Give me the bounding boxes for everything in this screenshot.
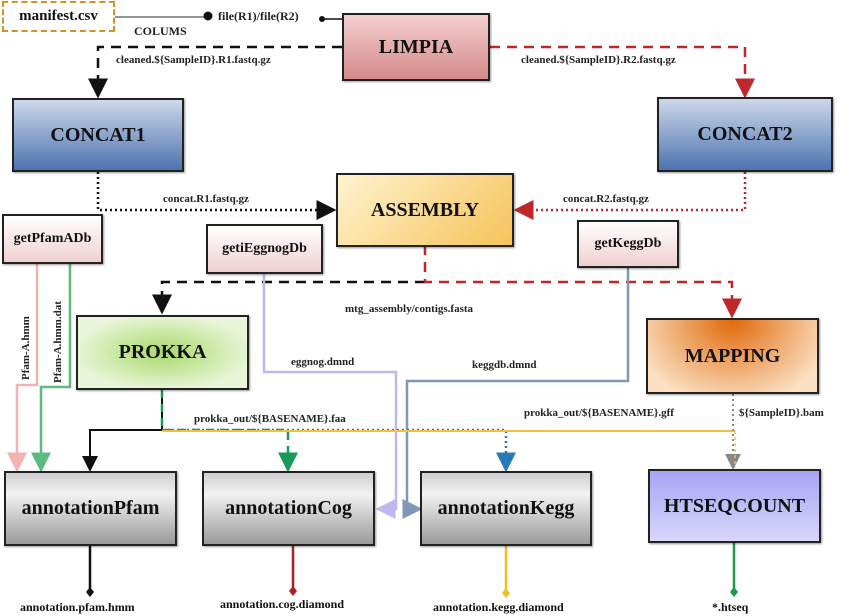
label-file-r1-r2: file(R1)/file(R2) — [218, 9, 299, 23]
edge-assembly-mapping — [423, 245, 742, 319]
edge-limpia-concat1 — [88, 45, 342, 99]
node-limpia[interactable]: LIMPIA — [342, 13, 490, 81]
output-pfam: annotation.pfam.hmm — [20, 600, 135, 614]
edge-concat2-assembly — [513, 172, 747, 220]
node-getPfamADb[interactable]: getPfamADb — [2, 214, 103, 264]
edge-pfam-hmm — [7, 264, 39, 473]
label-concat-r1: concat.R1.fastq.gz — [163, 193, 249, 205]
edge-dot — [203, 11, 213, 21]
label-keggdb-dmnd: keggdb.dmnd — [472, 359, 537, 371]
out-diamond — [86, 587, 94, 597]
node-concat2[interactable]: CONCAT2 — [657, 97, 833, 172]
node-getiEggnogDb[interactable]: getiEggnogDb — [206, 224, 323, 274]
label-prokka-faa: prokka_out/${BASENAME}.faa — [194, 413, 346, 425]
label-cleaned-r2: cleaned.${SampleID}.R2.fastq.gz — [521, 54, 676, 66]
output-cog: annotation.cog.diamond — [220, 597, 345, 611]
edge-concat1-assembly — [96, 172, 337, 220]
node-assembly[interactable]: ASSEMBLY — [336, 173, 514, 247]
edge-assembly-prokka — [152, 280, 425, 315]
label-cleaned-r1: cleaned.${SampleID}.R1.fastq.gz — [116, 54, 271, 66]
output-htseq: *.htseq — [712, 600, 749, 614]
out-diamond — [289, 586, 297, 596]
node-manifest[interactable]: manifest.csv — [2, 1, 115, 32]
edge-prokka-kegg — [162, 428, 516, 473]
node-getKeggDb[interactable]: getKeggDb — [577, 220, 679, 268]
edge-pfam-hmm-dat — [31, 264, 72, 473]
edge-eggnog — [262, 274, 398, 519]
label-pfam-hmm: Pfam-A.hmm — [20, 316, 32, 380]
node-annotationKegg[interactable]: annotationKegg — [420, 471, 592, 546]
out-diamond — [730, 587, 738, 597]
node-annotationPfam[interactable]: annotationPfam — [4, 471, 177, 546]
label-contigs: mtg_assembly/contigs.fasta — [345, 303, 474, 315]
node-concat1[interactable]: CONCAT1 — [12, 98, 184, 172]
edge-limpia-concat2 — [490, 45, 755, 99]
label-colums: COLUMS — [134, 24, 187, 38]
node-annotationCog[interactable]: annotationCog — [202, 471, 375, 546]
label-prokka-gff: prokka_out/${BASENAME}.gff — [524, 407, 674, 419]
label-concat-r2: concat.R2.fastq.gz — [563, 193, 649, 205]
edge-prokka-pfam — [82, 390, 163, 472]
label-pfam-hmm-dat: Pfam-A.hmm.dat — [52, 301, 64, 383]
edge-kegg — [402, 268, 630, 519]
out-diamond — [502, 588, 510, 598]
node-mapping[interactable]: MAPPING — [646, 318, 819, 394]
output-kegg: annotation.kegg.diamond — [433, 600, 564, 614]
node-htseqcount[interactable]: HTSEQCOUNT — [648, 469, 821, 543]
node-prokka[interactable]: PROKKA — [76, 315, 249, 390]
label-sample-bam: ${SampleID}.bam — [739, 407, 824, 419]
label-eggnog-dmnd: eggnog.dmnd — [291, 356, 355, 368]
